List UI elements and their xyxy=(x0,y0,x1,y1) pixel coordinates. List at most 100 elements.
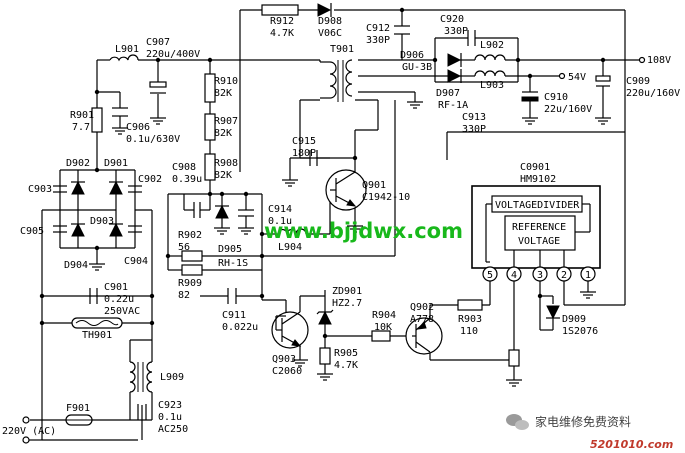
mains-terminal-1 xyxy=(22,416,30,424)
label-ic-pin-2: 2 xyxy=(561,270,567,281)
capacitor-c915 xyxy=(309,150,330,166)
diode-d905 xyxy=(215,204,229,228)
zener-zd901 xyxy=(316,309,334,325)
label-ic-reference: REFERENCE xyxy=(512,222,566,233)
label-c920: C920 xyxy=(440,14,464,25)
label-r902: R902 xyxy=(178,230,202,241)
label-c920-value: 330P xyxy=(444,26,468,37)
label-d902: D902 xyxy=(66,158,90,169)
diode-d906 xyxy=(447,53,462,67)
label-c914: C914 xyxy=(268,204,292,215)
mains-terminal-2 xyxy=(22,436,30,444)
label-ic-pin-1: 1 xyxy=(585,270,591,281)
label-ic-pin-4: 4 xyxy=(511,270,517,281)
label-r912-value: 4.7K xyxy=(270,28,294,39)
label-ic-part: HM9102 xyxy=(520,174,556,185)
capacitor-c908 xyxy=(183,194,211,218)
resistor-r908 xyxy=(204,153,216,181)
label-c923-value: 0.1u xyxy=(158,412,182,423)
label-t901: T901 xyxy=(330,44,354,55)
label-th901: TH901 xyxy=(82,330,112,341)
label-d904: D904 xyxy=(64,260,88,271)
label-r901-value: 7.7 xyxy=(72,122,90,133)
label-q903: Q903 xyxy=(272,354,296,365)
label-ic-pin-5: 5 xyxy=(487,270,493,281)
capacitor-c912 xyxy=(394,25,410,35)
label-c903: C903 xyxy=(28,184,52,195)
resistor-r909 xyxy=(181,264,203,276)
capacitor-c909 xyxy=(595,75,611,87)
capacitor-c906 xyxy=(112,107,128,117)
label-c923: C923 xyxy=(158,400,182,411)
label-r907-value: 82K xyxy=(214,128,232,139)
label-c914-value: 0.1u xyxy=(268,216,292,227)
watermark-site: www.bjjdwx.com xyxy=(264,219,463,243)
label-c923-value2: AC250 xyxy=(158,424,188,435)
label-r904: R904 xyxy=(372,310,396,321)
junction-dots xyxy=(39,7,606,363)
label-r902-value: 56 xyxy=(178,242,190,253)
output-terminal-108v xyxy=(638,56,646,64)
label-c915-value: 180P xyxy=(292,148,316,159)
label-c908-value: 0.39u xyxy=(172,174,202,185)
label-c902: C902 xyxy=(138,174,162,185)
label-c912-value: 330P xyxy=(366,35,390,46)
label-d907: D907 xyxy=(436,88,460,99)
label-r909-value: 82 xyxy=(178,290,190,301)
resistor-r905 xyxy=(319,347,331,365)
label-q902-value: A778 xyxy=(410,314,434,325)
label-r901: R901 xyxy=(70,110,94,121)
label-r905-value: 4.7K xyxy=(334,360,358,371)
label-c915: C915 xyxy=(292,136,316,147)
capacitor-c920 xyxy=(467,30,476,46)
label-d908: D908 xyxy=(318,16,342,27)
label-d909: D909 xyxy=(562,314,586,325)
label-d906: D906 xyxy=(400,50,424,61)
label-d907-value: RF-1A xyxy=(438,100,468,111)
label-r909: R909 xyxy=(178,278,202,289)
label-d901: D901 xyxy=(104,158,128,169)
diode-d908 xyxy=(317,3,332,17)
label-c910-value: 22u/160V xyxy=(544,104,592,115)
inductor-l902 xyxy=(474,54,506,61)
resistor-pin4 xyxy=(508,349,520,367)
label-ic-ref: C0901 xyxy=(520,162,550,173)
diode-d907 xyxy=(447,69,462,83)
capacitor-c910 xyxy=(521,91,539,102)
resistor-r903 xyxy=(457,299,483,311)
diode-d909 xyxy=(546,305,560,320)
capacitor-c911 xyxy=(227,288,237,304)
label-c901-value: 0.22u xyxy=(104,294,134,305)
label-c913: C913 xyxy=(462,112,486,123)
wechat-icon xyxy=(506,414,529,430)
fuse-f901 xyxy=(65,414,93,426)
diode-d902 xyxy=(71,180,85,195)
watermark-channel: 家电维修免费资料 xyxy=(535,414,631,429)
inductor-l909 xyxy=(129,340,153,405)
label-d905-value: RH-1S xyxy=(218,258,248,269)
component-labels: R912 4.7K D908 V06C C912 330P C920 330P … xyxy=(2,14,680,437)
label-r912: R912 xyxy=(270,16,294,27)
transistor-q903 xyxy=(271,296,309,349)
wiring xyxy=(30,9,640,441)
label-54v: 54V xyxy=(568,72,586,83)
label-r908: R908 xyxy=(214,158,238,169)
transformer-t901 xyxy=(320,59,353,102)
inductor-l904 xyxy=(277,228,307,235)
label-d909-value: 1S2076 xyxy=(562,326,598,337)
thermistor-th901 xyxy=(71,317,123,329)
capacitor-c901 xyxy=(89,288,98,304)
label-c911-value: 0.022u xyxy=(222,322,258,333)
label-r910-value: 82K xyxy=(214,88,232,99)
resistor-r902 xyxy=(181,250,203,262)
label-c909: C909 xyxy=(626,76,650,87)
diode-d901 xyxy=(109,180,123,195)
label-c913-value: 330P xyxy=(462,124,486,135)
label-l902: L902 xyxy=(480,40,504,51)
watermark-logo: 5201010.com xyxy=(590,438,673,451)
capacitor-c914 xyxy=(238,209,254,228)
capacitor-c902 xyxy=(128,185,142,193)
label-q903-value: C2060 xyxy=(272,366,302,377)
label-c911: C911 xyxy=(222,310,246,321)
label-l903: L903 xyxy=(480,80,504,91)
